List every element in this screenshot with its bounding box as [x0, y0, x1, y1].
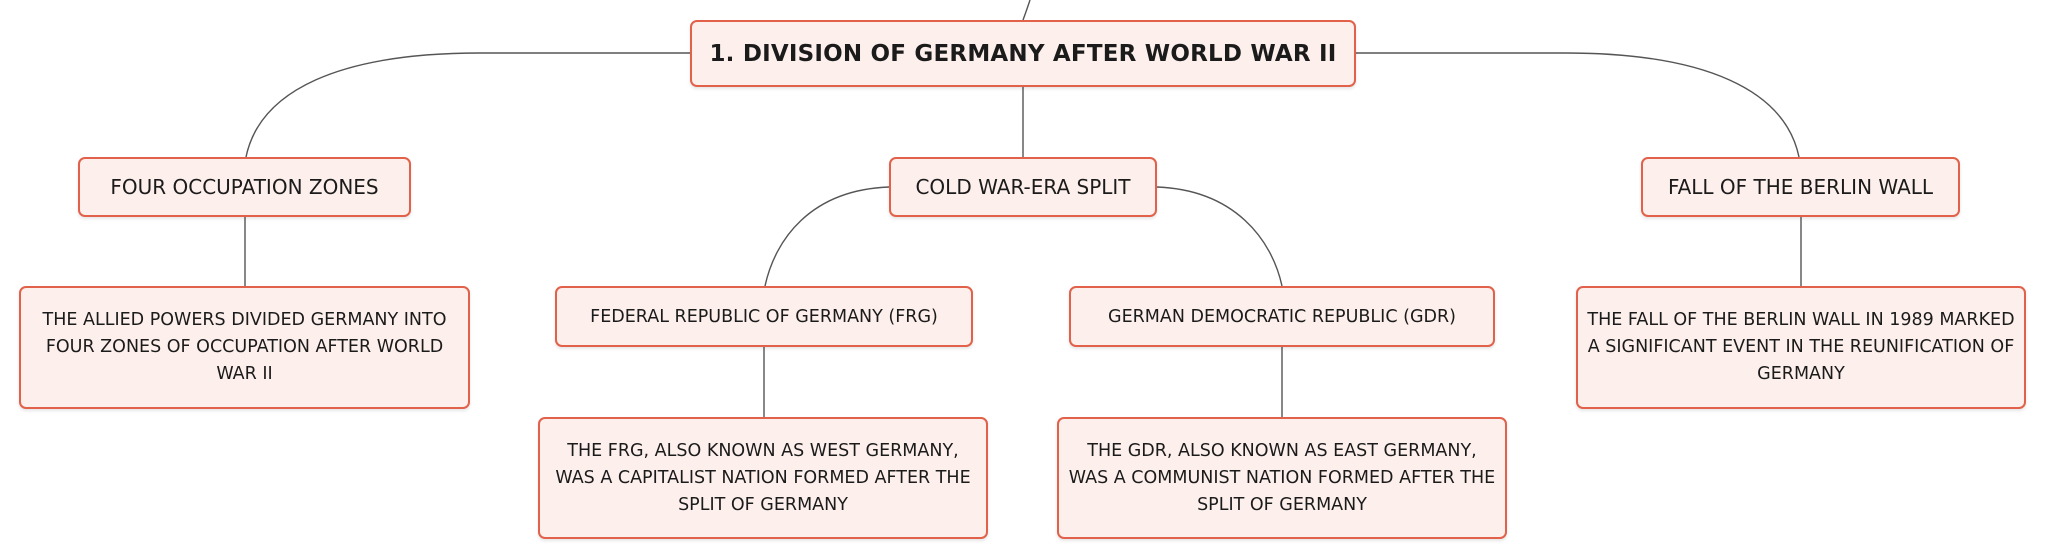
- topic-cold-war-split[interactable]: COLD WAR-ERA SPLIT: [889, 157, 1157, 217]
- topic-frg-description[interactable]: THE FRG, ALSO KNOWN AS WEST GERMANY, WAS…: [538, 417, 988, 539]
- connector-cold-to-gdr: [1156, 186, 1283, 287]
- topic-fall-of-berlin-wall[interactable]: FALL OF THE BERLIN WALL: [1641, 157, 1960, 217]
- topic-occupation-zones-description[interactable]: THE ALLIED POWERS DIVIDED GERMANY INTO F…: [19, 286, 470, 409]
- topic-description: THE ALLIED POWERS DIVIDED GERMANY INTO F…: [42, 310, 447, 384]
- connector-root-to-wall: [1356, 52, 1800, 158]
- topic-root[interactable]: 1. DIVISION OF GERMANY AFTER WORLD WAR I…: [690, 20, 1356, 87]
- topic-gdr[interactable]: GERMAN DEMOCRATIC REPUBLIC (GDR): [1069, 286, 1495, 347]
- connector-root-to-zones: [245, 52, 690, 158]
- topic-four-occupation-zones[interactable]: FOUR OCCUPATION ZONES: [78, 157, 411, 217]
- connector-cold-to-frg: [764, 186, 890, 287]
- topic-label: FALL OF THE BERLIN WALL: [1667, 175, 1934, 199]
- topic-description: THE FRG, ALSO KNOWN AS WEST GERMANY, WAS…: [555, 440, 971, 515]
- topic-frg[interactable]: FEDERAL REPUBLIC OF GERMANY (FRG): [555, 286, 973, 347]
- topic-gdr-description[interactable]: THE GDR, ALSO KNOWN AS EAST GERMANY, WAS…: [1057, 417, 1507, 539]
- topic-label: GERMAN DEMOCRATIC REPUBLIC (GDR): [1108, 306, 1456, 327]
- topic-description: THE GDR, ALSO KNOWN AS EAST GERMANY, WAS…: [1068, 440, 1496, 515]
- connector-root-parent: [1022, 0, 1031, 21]
- topic-root-label: 1. DIVISION OF GERMANY AFTER WORLD WAR I…: [709, 40, 1337, 67]
- topic-label: COLD WAR-ERA SPLIT: [915, 175, 1131, 199]
- topic-berlin-wall-description[interactable]: THE FALL OF THE BERLIN WALL IN 1989 MARK…: [1576, 286, 2026, 409]
- topic-label: FEDERAL REPUBLIC OF GERMANY (FRG): [590, 306, 938, 327]
- topic-description: THE FALL OF THE BERLIN WALL IN 1989 MARK…: [1587, 310, 2015, 384]
- topic-label: FOUR OCCUPATION ZONES: [110, 175, 379, 199]
